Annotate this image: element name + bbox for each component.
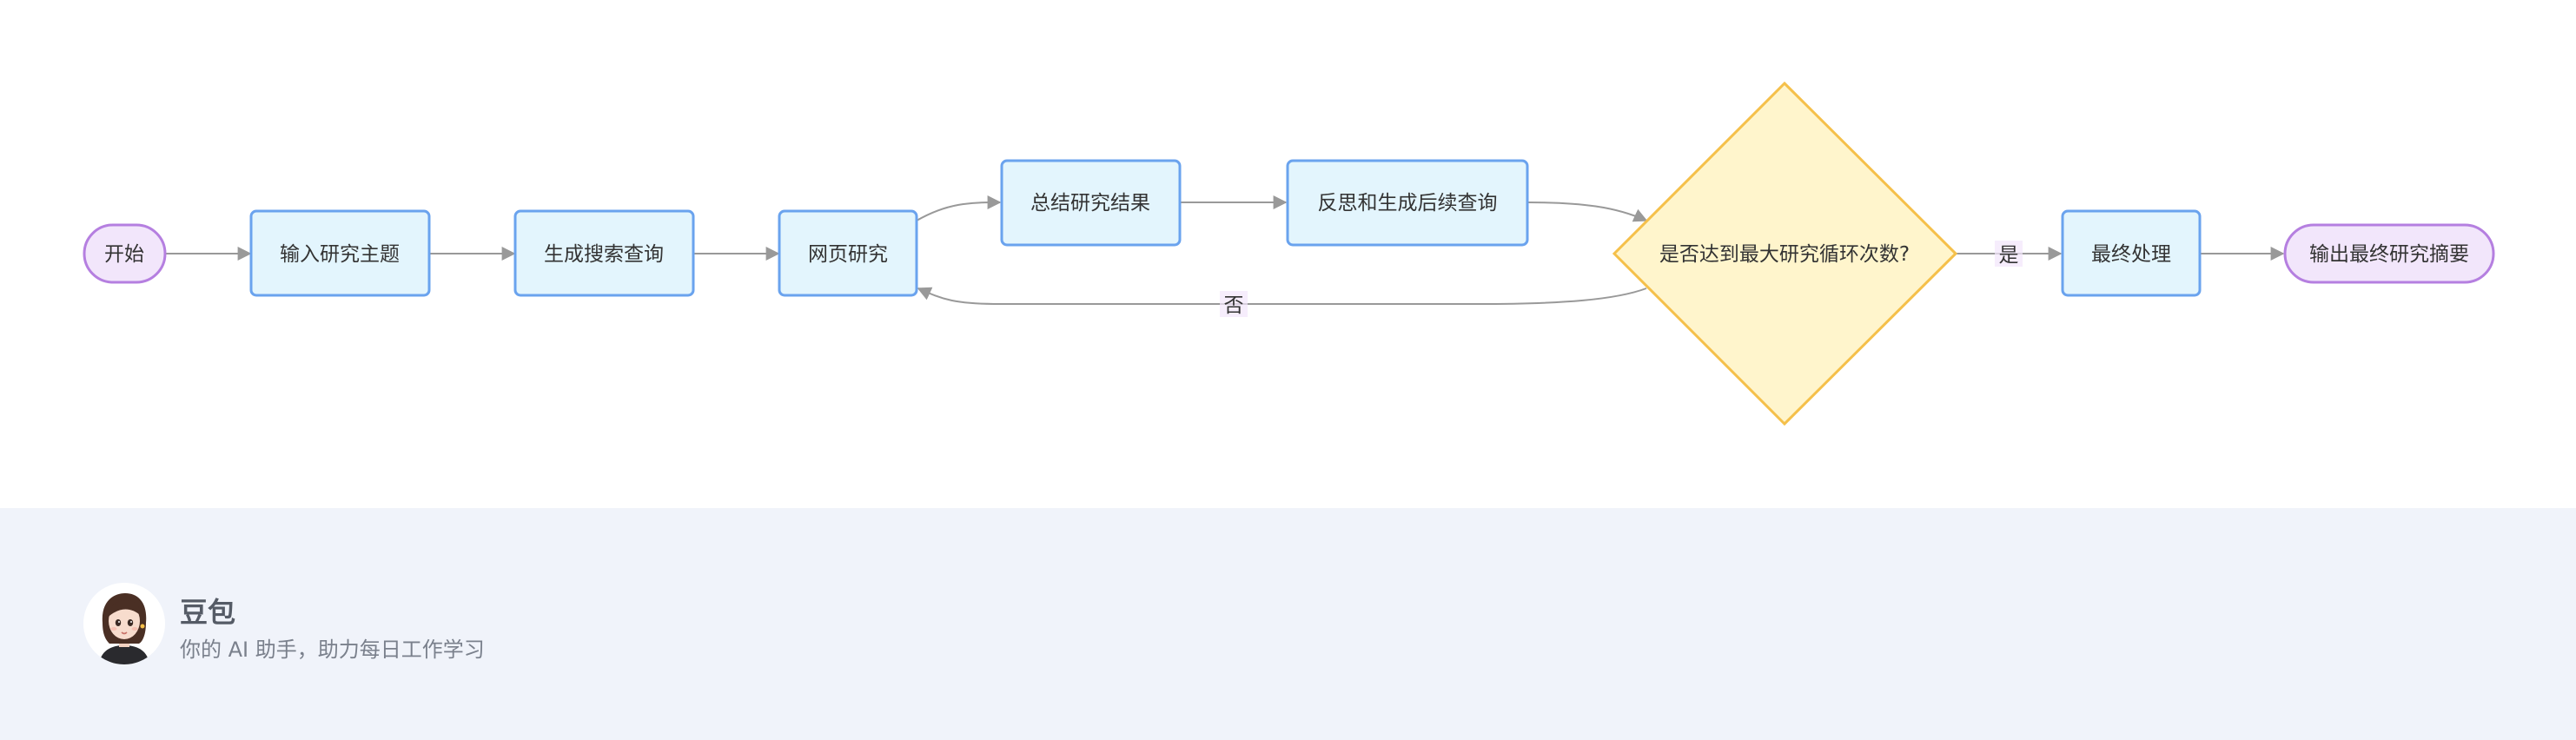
node-generate-query: 生成搜索查询 [513, 209, 695, 297]
flowchart: 否 是 开始 输入研究主题 生成搜索查询 网页研究 [83, 81, 2495, 426]
node-web-research: 网页研究 [778, 209, 918, 297]
avatar-illustration-icon [83, 583, 165, 664]
node-final-process-label: 最终处理 [2091, 243, 2171, 266]
node-decision: 是否达到最大研究循环次数? [1612, 81, 1958, 426]
edge-label-yes-text: 是 [1999, 244, 2019, 267]
flowchart-area: 否 是 开始 输入研究主题 生成搜索查询 网页研究 [83, 81, 2495, 426]
node-output-label: 输出最终研究摘要 [2309, 243, 2469, 266]
edge-reflect-to-decision [1526, 202, 1648, 222]
node-web-research-label: 网页研究 [808, 243, 888, 266]
node-summarize-label: 总结研究结果 [1030, 192, 1150, 215]
node-input-topic: 输入研究主题 [249, 209, 431, 297]
edge-web-to-summarize [916, 195, 1002, 221]
edge-label-no-text: 否 [1224, 294, 1244, 317]
edge-label-yes: 是 [1995, 241, 2023, 267]
node-start: 开始 [83, 223, 167, 284]
avatar [83, 583, 165, 664]
node-final-process: 最终处理 [2061, 209, 2202, 297]
node-output: 输出最终研究摘要 [2283, 223, 2495, 284]
node-reflect: 反思和生成后续查询 [1286, 159, 1529, 247]
node-summarize: 总结研究结果 [1000, 159, 1182, 247]
node-reflect-label: 反思和生成后续查询 [1318, 192, 1498, 215]
node-generate-query-label: 生成搜索查询 [544, 243, 664, 266]
node-start-label: 开始 [104, 243, 144, 266]
edge-label-no: 否 [1220, 291, 1248, 317]
node-input-topic-label: 输入研究主题 [280, 243, 400, 266]
edge-decision-to-web-no [917, 287, 1647, 305]
footer-banner: 豆包 你的 AI 助手，助力每日工作学习 [0, 508, 2576, 740]
brand-tagline: 你的 AI 助手，助力每日工作学习 [180, 638, 485, 662]
edges [165, 195, 2285, 305]
node-decision-label: 是否达到最大研究循环次数? [1659, 243, 1910, 266]
brand-name: 豆包 [180, 596, 236, 629]
